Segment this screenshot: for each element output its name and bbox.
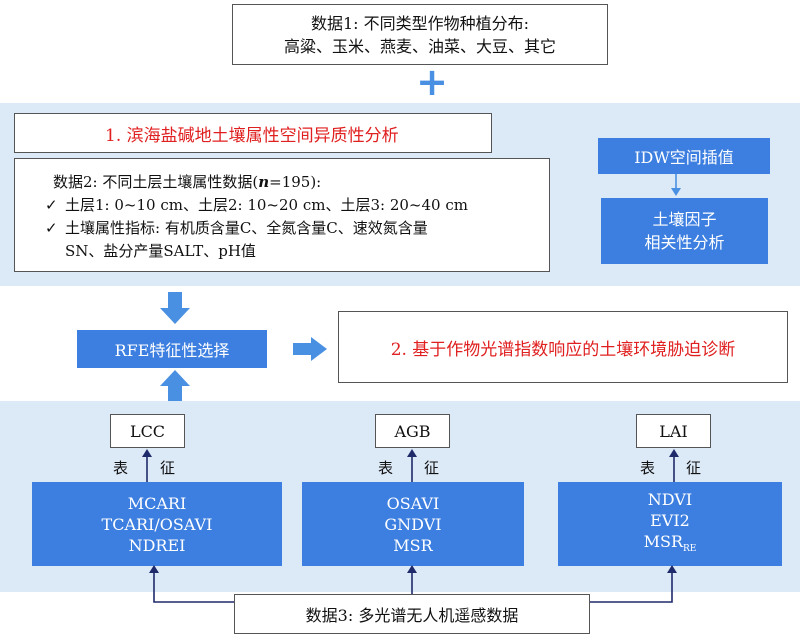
target-box-lcc: LCC: [110, 414, 185, 448]
rfe-label: RFE特征性选择: [114, 341, 230, 360]
data2-bullet: ✓ 土壤属性指标: 有机质含量C、全氮含量C、速效氮含量 SN、盐分产量SALT…: [45, 217, 549, 263]
down-arrow-icon: [160, 292, 190, 324]
target-label: LCC: [129, 421, 166, 441]
factor-line1: 土壤因子: [652, 210, 717, 229]
data3-box: 数据3: 多光谱无人机遥感数据: [234, 594, 590, 634]
right-arrow-icon: [293, 337, 327, 361]
idw-label: IDW空间插值: [634, 148, 734, 167]
rep-label-left: 表: [113, 459, 129, 477]
data3-label: 数据3: 多光谱无人机遥感数据: [305, 606, 519, 625]
data2-heading: 数据2: 不同土层土壤属性数据(n=195):: [53, 171, 549, 194]
index-name: GNDVI: [384, 514, 442, 534]
check-icon: ✓: [45, 219, 58, 237]
rep-arrow: [142, 449, 152, 482]
rep-label-left: 表: [640, 459, 656, 477]
connector-line: [550, 215, 602, 216]
idw-to-factor-arrow: [671, 174, 681, 196]
index-name: TCARI/OSAVI: [101, 514, 213, 534]
data2-heading-suffix: =195):: [269, 173, 322, 191]
data1-line1: 数据1: 不同类型作物种植分布:: [310, 13, 530, 33]
rep-label-right: 征: [686, 459, 702, 477]
index-name-subscript: RE: [683, 543, 697, 554]
rep-label-left: 表: [378, 459, 394, 477]
index-box-lcc: MCARI TCARI/OSAVI NDREI: [32, 482, 282, 566]
index-name: NDVI: [647, 489, 693, 509]
data2-bullet-text: 土层1: 0~10 cm、土层2: 10~20 cm、土层3: 20~40 cm: [65, 196, 468, 214]
data2-bullet-text: 土壤属性指标: 有机质含量C、全氮含量C、速效氮含量: [65, 219, 428, 237]
index-box-lai: NDVI EVI2 MSRRE: [558, 482, 782, 566]
target-label: LAI: [659, 421, 688, 441]
target-box-agb: AGB: [375, 414, 450, 448]
rfe-box: RFE特征性选择: [77, 330, 267, 368]
data1-box: 数据1: 不同类型作物种植分布: 高粱、玉米、燕麦、油菜、大豆、其它: [232, 4, 608, 65]
index-name: MSRRE: [644, 531, 697, 560]
rep-label-right: 征: [160, 459, 176, 477]
index-name: EVI2: [650, 510, 690, 530]
data2-bullet: ✓ 土层1: 0~10 cm、土层2: 10~20 cm、土层3: 20~40 …: [45, 194, 549, 217]
index-box-agb: OSAVI GNDVI MSR: [302, 482, 524, 566]
up-arrow-icon: [160, 370, 190, 402]
section1-title: 1. 滨海盐碱地土壤属性空间异质性分析: [105, 125, 399, 146]
data2-bullet-text: SN、盐分产量SALT、pH值: [65, 242, 256, 260]
data2-heading-prefix: 数据2: 不同土层土壤属性数据(: [53, 173, 259, 191]
rep-label-right: 征: [424, 459, 440, 477]
factor-box: 土壤因子 相关性分析: [601, 198, 768, 264]
index-name-main: MSR: [643, 531, 684, 551]
target-label: AGB: [394, 421, 431, 441]
section2-title: 2. 基于作物光谱指数响应的土壤环境胁迫诊断: [390, 339, 736, 360]
data2-box: 数据2: 不同土层土壤属性数据(n=195): ✓ 土层1: 0~10 cm、土…: [14, 158, 550, 272]
index-name: MCARI: [127, 493, 187, 513]
target-box-lai: LAI: [636, 414, 711, 448]
factor-line2: 相关性分析: [644, 233, 725, 252]
index-name: NDREI: [128, 535, 186, 555]
feeder-arrows: [149, 565, 677, 603]
check-icon: ✓: [45, 196, 58, 214]
rep-arrow: [669, 449, 679, 482]
rep-arrow: [407, 449, 417, 482]
data2-n-symbol: n: [258, 173, 270, 191]
index-name: MSR: [393, 535, 433, 555]
index-name: OSAVI: [386, 493, 440, 513]
section1-title-box: 1. 滨海盐碱地土壤属性空间异质性分析: [14, 113, 492, 153]
section2-title-box: 2. 基于作物光谱指数响应的土壤环境胁迫诊断: [338, 311, 788, 383]
idw-box: IDW空间插值: [598, 138, 770, 174]
plus-icon: +: [416, 60, 448, 104]
data1-line2: 高粱、玉米、燕麦、油菜、大豆、其它: [283, 36, 556, 56]
